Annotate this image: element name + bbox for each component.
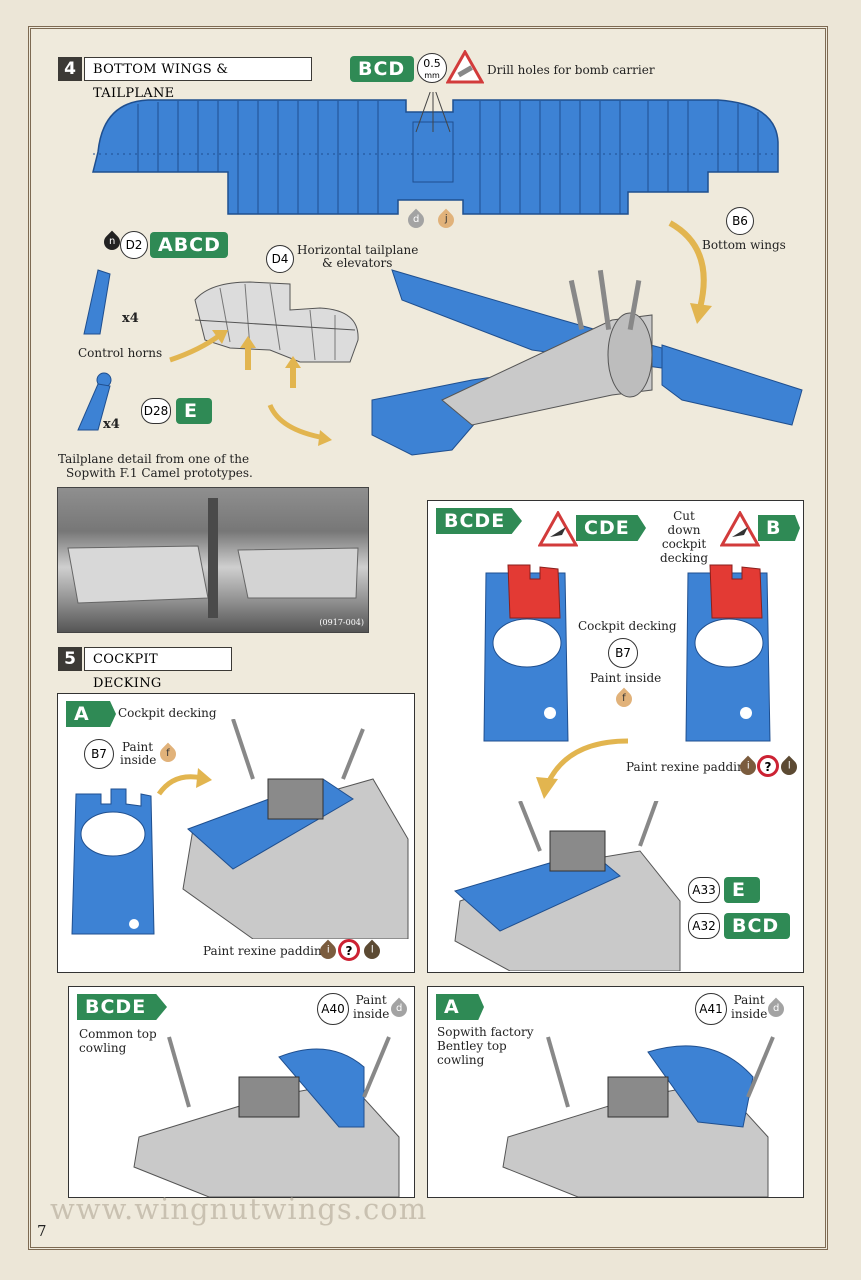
drill-size-value: 0.5 xyxy=(423,57,441,70)
drill-size-unit: mm xyxy=(424,71,440,80)
photo-caption-1: Tailplane detail from one of the xyxy=(58,452,250,466)
tailplane-illustration xyxy=(194,281,359,363)
part-callout-a32: A32 xyxy=(688,913,720,939)
tag-bcd-a32: BCD xyxy=(724,913,790,939)
page-number: 7 xyxy=(37,1222,47,1240)
cut-warning-icon-2 xyxy=(720,511,760,547)
drill-warning-icon xyxy=(446,50,484,84)
tag-abcd: ABCD xyxy=(150,232,228,258)
control-horn-d2-illustration xyxy=(83,269,111,335)
tag-e-horn: E xyxy=(176,398,212,424)
cockpit-view-bcde-illustration xyxy=(453,801,681,971)
step-5-title: COCKPIT DECKING xyxy=(84,647,232,691)
tag-bcde-cowling: BCDE xyxy=(77,994,167,1020)
part-callout-d28: D28 xyxy=(141,398,171,424)
photo-ref: (0917-004) xyxy=(319,618,364,627)
bottom-wings-label: Bottom wings xyxy=(702,238,786,252)
tag-bcde-decking: BCDE xyxy=(436,508,522,534)
website-url: www.wingnutwings.com xyxy=(50,1192,428,1226)
cowling-a-illustration xyxy=(502,1036,775,1197)
photo-caption-2: Sopwith F.1 Camel prototypes. xyxy=(66,466,253,480)
paint-label-a-2: inside xyxy=(120,753,157,767)
part-callout-a41: A41 xyxy=(695,993,727,1025)
paint-drop-f-bcde: f xyxy=(612,687,636,711)
cut-warning-icon-1 xyxy=(538,511,578,547)
paint-unknown-a: ? xyxy=(338,939,360,961)
paint-drop-d-a40: d xyxy=(387,997,411,1021)
tag-a: A xyxy=(66,701,116,727)
fuselage-assembly-illustration xyxy=(371,269,803,456)
paint-drop-l-a: l xyxy=(360,939,384,963)
cockpit-decking-label: Cockpit decking xyxy=(118,706,217,720)
cockpit-decking-label-bcde: Cockpit decking xyxy=(578,619,677,633)
qty-x4-b: x4 xyxy=(103,417,120,432)
box-variant-a-decking: A Cockpit decking B7 Paint inside f Pain… xyxy=(57,693,415,973)
paint-drop-d-a41: d xyxy=(764,997,788,1021)
part-callout-b7-bcde: B7 xyxy=(608,638,638,668)
control-horn-d28-illustration xyxy=(77,372,112,431)
tag-b-cut: B xyxy=(758,515,800,541)
tag-a-cowling: A xyxy=(436,994,484,1020)
part-callout-b6: B6 xyxy=(726,207,754,235)
rexine-label-bcde: Paint rexine padding xyxy=(626,760,753,774)
decking-cde-illustration xyxy=(483,564,569,742)
qty-x4-a: x4 xyxy=(122,311,139,326)
step-4-title: BOTTOM WINGS & TAILPLANE xyxy=(84,57,312,101)
cowling-bcde-illustration xyxy=(133,1036,400,1197)
paint-inside-label-bcde: Paint inside xyxy=(590,671,662,685)
step-5-number: 5 xyxy=(58,647,82,671)
drill-note: Drill holes for bomb carrier xyxy=(487,63,655,77)
decking-b7-illustration-a xyxy=(71,788,155,935)
tag-e-a33: E xyxy=(724,877,760,903)
control-horns-label: Control horns xyxy=(78,346,163,360)
decking-fit-arrow-icon xyxy=(156,768,212,796)
tailplane-label-1: Horizontal tailplane xyxy=(297,243,419,257)
paint-unknown-bcde: ? xyxy=(757,755,779,777)
decking-fit-arrow-bcde-icon xyxy=(536,738,629,799)
part-callout-a33: A33 xyxy=(688,877,720,903)
step-4-number: 4 xyxy=(58,57,82,81)
tag-cde: CDE xyxy=(576,515,646,541)
drill-tag-bcd: BCD xyxy=(350,56,414,82)
cockpit-view-a-illustration xyxy=(182,719,409,939)
part-callout-d4: D4 xyxy=(266,245,294,273)
part-callout-b7-a: B7 xyxy=(84,739,114,769)
wing-fit-arrow-icon xyxy=(668,220,712,324)
assembly-arrows-icon xyxy=(169,330,332,446)
part-callout-d2: D2 xyxy=(120,231,148,259)
tailplane-photo: (0917-004) xyxy=(57,487,369,633)
rexine-label-a: Paint rexine padding xyxy=(203,944,330,958)
paint-drop-l-bcde: l xyxy=(777,755,801,779)
bottom-wings-illustration xyxy=(92,92,779,215)
paint-label-a-1: Paint xyxy=(122,740,154,754)
decking-b-illustration xyxy=(685,564,771,742)
part-callout-a40: A40 xyxy=(317,993,349,1025)
tailplane-label-2: & elevators xyxy=(322,256,393,270)
drill-size-callout: 0.5 mm xyxy=(417,53,447,83)
